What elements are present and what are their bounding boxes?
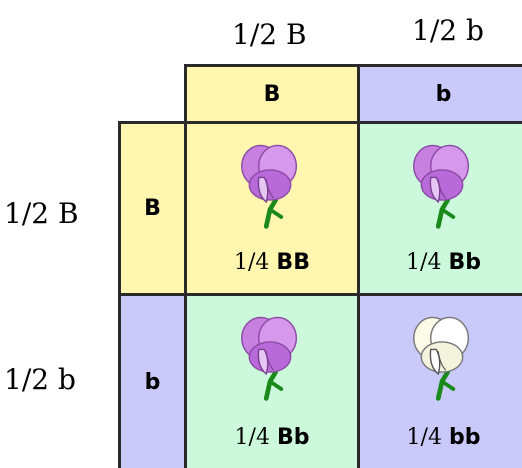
column-header-b: b xyxy=(357,64,522,124)
row-fraction-label-B: 1/2 B xyxy=(4,197,79,230)
offspring-cell-BB: 1/4 BB xyxy=(184,121,360,296)
purple-flower-icon xyxy=(238,140,302,230)
column-fraction-label-b: 1/2 b xyxy=(412,14,484,47)
offspring-fraction: 1/4 xyxy=(234,250,270,275)
row-header-B: B xyxy=(118,121,187,296)
offspring-label: 1/4 bb xyxy=(360,425,522,450)
offspring-genotype: Bb xyxy=(448,250,481,275)
offspring-genotype: BB xyxy=(276,250,310,275)
offspring-fraction: 1/4 xyxy=(406,425,442,450)
offspring-label: 1/4 Bb xyxy=(360,250,522,275)
row-header-b: b xyxy=(118,293,187,468)
offspring-genotype: bb xyxy=(448,425,481,450)
purple-flower-icon xyxy=(410,140,474,230)
purple-flower-icon xyxy=(238,312,302,402)
offspring-fraction: 1/4 xyxy=(406,250,442,275)
column-header-B: B xyxy=(184,64,360,124)
offspring-label: 1/4 Bb xyxy=(187,425,357,450)
offspring-genotype: Bb xyxy=(276,425,310,450)
offspring-fraction: 1/4 xyxy=(234,425,270,450)
offspring-cell-Bb: 1/4 Bb xyxy=(184,293,360,468)
column-fraction-label-B: 1/2 B xyxy=(232,18,307,51)
offspring-cell-bb: 1/4 bb xyxy=(357,293,522,468)
offspring-cell-Bb: 1/4 Bb xyxy=(357,121,522,296)
row-fraction-label-b: 1/2 b xyxy=(4,363,76,396)
white-flower-icon xyxy=(410,312,474,402)
offspring-label: 1/4 BB xyxy=(187,250,357,275)
